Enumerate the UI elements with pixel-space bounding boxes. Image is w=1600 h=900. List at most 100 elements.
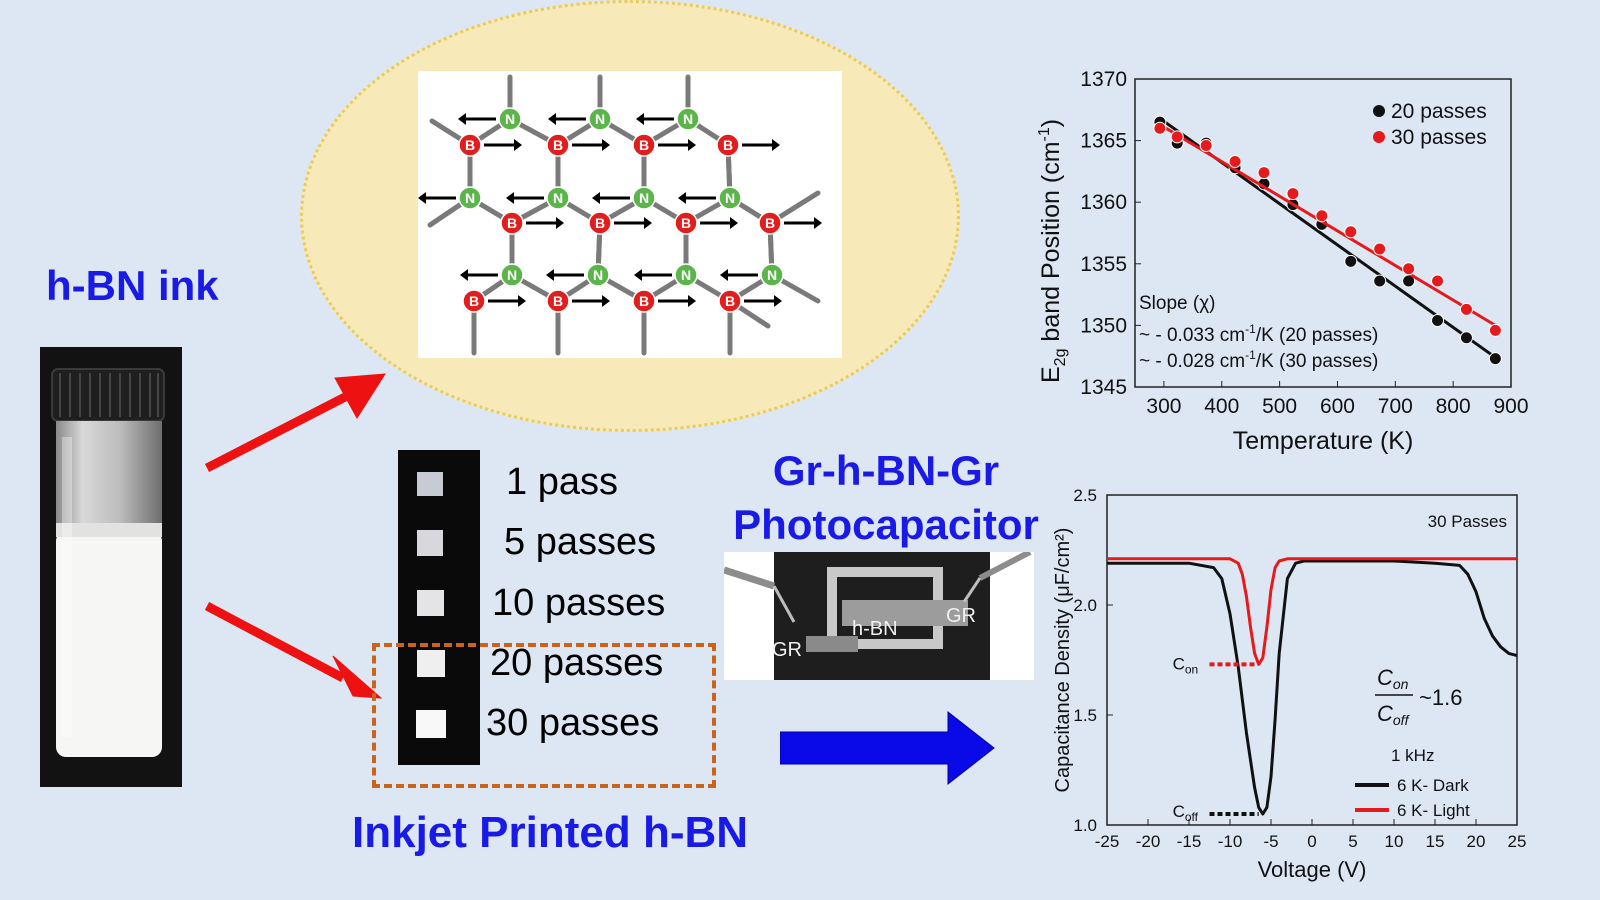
data-point-30-passes <box>1373 242 1387 256</box>
pass-label-10: 10 passes <box>492 582 666 624</box>
data-point-20-passes <box>1344 254 1358 268</box>
boron-atom-label: B <box>639 137 649 153</box>
slope-30-passes: ~ - 0.028 cm-1/K (30 passes) <box>1139 348 1378 372</box>
spin-arrow-head <box>688 139 696 151</box>
spin-arrow-head <box>678 192 686 204</box>
spin-arrow-head <box>460 269 468 281</box>
spin-arrow-head <box>602 295 610 307</box>
x-tick-label: 0 <box>1307 832 1316 851</box>
boron-atom-label: B <box>681 215 691 231</box>
x-tick-label: 300 <box>1146 395 1181 418</box>
data-point-30-passes <box>1199 139 1213 153</box>
x-tick-label: -15 <box>1177 832 1202 851</box>
y-tick-label: 1370 <box>1080 68 1127 91</box>
boron-atom-label: B <box>507 215 517 231</box>
nitrogen-atom-label: N <box>553 190 563 206</box>
x-tick-label: -10 <box>1218 832 1243 851</box>
y-tick-label: 1350 <box>1080 314 1127 337</box>
nitrogen-atom-label: N <box>683 111 693 127</box>
nitrogen-atom <box>674 263 698 287</box>
x-tick-label: 600 <box>1320 395 1355 418</box>
printed-square-30 <box>416 710 446 738</box>
data-point-30-passes <box>1344 225 1358 239</box>
nitrogen-atom-label: N <box>639 190 649 206</box>
device-title-line1: Gr-h-BN-Gr <box>772 447 1000 494</box>
y-tick-label: 1.5 <box>1073 706 1097 725</box>
y-axis-label: Capacitance Density (μF/cm²) <box>1052 528 1074 793</box>
boron-atom-label: B <box>723 137 733 153</box>
curve-dark <box>1107 559 1518 816</box>
boron-atom-label: B <box>595 215 605 231</box>
ink-title: h-BN ink <box>46 262 219 309</box>
pass-label-20: 20 passes <box>490 642 664 684</box>
data-point-30-passes <box>1153 121 1167 135</box>
nitrogen-atom <box>588 107 612 131</box>
y-tick-label: 1355 <box>1080 253 1127 276</box>
nitrogen-atom <box>718 186 742 210</box>
printed-square-1 <box>417 472 443 496</box>
nitrogen-atom-label: N <box>595 111 605 127</box>
spin-arrow-head <box>506 192 514 204</box>
y-tick-label: 1365 <box>1080 130 1127 153</box>
boron-atom-label: B <box>765 215 775 231</box>
device-title-line2: Photocapacitor <box>733 501 1039 548</box>
spin-arrow-head <box>458 113 466 125</box>
boron-atom <box>546 133 570 157</box>
y-tick-label: 1345 <box>1080 376 1127 399</box>
boron-atom <box>718 289 742 313</box>
boron-atom <box>716 133 740 157</box>
x-axis-label: Voltage (V) <box>1258 857 1367 882</box>
data-point-30-passes <box>1431 274 1445 288</box>
device-label-gr-left: GR <box>772 639 802 661</box>
y-axis-label: E2g band Position (cm-1) <box>1036 119 1069 383</box>
spin-arrow-head <box>688 295 696 307</box>
data-point-20-passes <box>1459 331 1473 345</box>
x-tick-label: 700 <box>1378 395 1413 418</box>
coff-label: Coff <box>1173 802 1199 824</box>
legend-label: 6 K- Dark <box>1397 776 1469 795</box>
data-point-30-passes <box>1488 323 1502 337</box>
boron-atom <box>588 211 612 235</box>
spin-arrow-head <box>602 139 610 151</box>
ratio-denominator: Coff <box>1377 701 1411 728</box>
selection-dashed-box <box>372 643 716 788</box>
arrow-to-prints <box>204 602 346 682</box>
arrow-to-lattice <box>204 391 350 473</box>
x-tick-label: -20 <box>1136 832 1161 851</box>
nitrogen-atom <box>676 107 700 131</box>
boron-atom-label: B <box>465 137 475 153</box>
con-label: Con <box>1173 654 1199 676</box>
data-point-30-passes <box>1228 155 1242 169</box>
ratio-value: ~1.6 <box>1419 685 1462 710</box>
x-axis-label: Temperature (K) <box>1233 427 1414 455</box>
nitrogen-atom-label: N <box>593 267 603 283</box>
x-tick-label: 400 <box>1204 395 1239 418</box>
device-photo: GR h-BN GR <box>722 549 1034 680</box>
x-tick-label: 15 <box>1426 832 1445 851</box>
boron-atom <box>632 289 656 313</box>
boron-atom <box>458 133 482 157</box>
legend-label: 6 K- Light <box>1397 801 1470 820</box>
slope-title: Slope (χ) <box>1139 293 1216 314</box>
nitrogen-atom-label: N <box>507 267 517 283</box>
nitrogen-atom-label: N <box>681 267 691 283</box>
nitrogen-atom <box>500 263 524 287</box>
y-tick-label: 2.0 <box>1073 596 1097 615</box>
boron-atom <box>758 211 782 235</box>
nitrogen-atom <box>458 186 482 210</box>
data-point-20-passes <box>1373 274 1387 288</box>
boron-atom <box>674 211 698 235</box>
data-point-20-passes <box>1431 313 1445 327</box>
nitrogen-atom-label: N <box>725 190 735 206</box>
device-label-gr-right: GR <box>946 605 976 627</box>
pass-label-5: 5 passes <box>504 521 657 563</box>
device-label-hbn: h-BN <box>852 618 898 640</box>
nitrogen-atom-label: N <box>767 267 777 283</box>
inkjet-title: Inkjet Printed h-BN <box>352 808 749 857</box>
printed-square-10 <box>417 590 444 616</box>
printed-square-20 <box>417 650 445 677</box>
nitrogen-atom-label: N <box>465 190 475 206</box>
